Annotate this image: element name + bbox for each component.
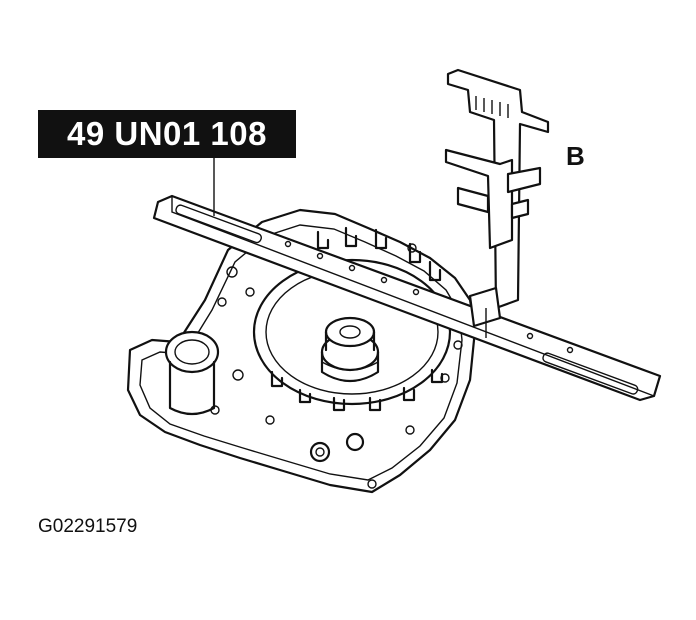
left-bore	[164, 330, 220, 374]
tool-number-label: 49 UN01 108	[38, 110, 296, 158]
callout-letter: B	[566, 141, 585, 171]
vernier-caliper-illustration	[444, 68, 550, 338]
straight-edge-tool-illustration	[152, 194, 662, 402]
figure-id: G02291579	[38, 516, 138, 537]
